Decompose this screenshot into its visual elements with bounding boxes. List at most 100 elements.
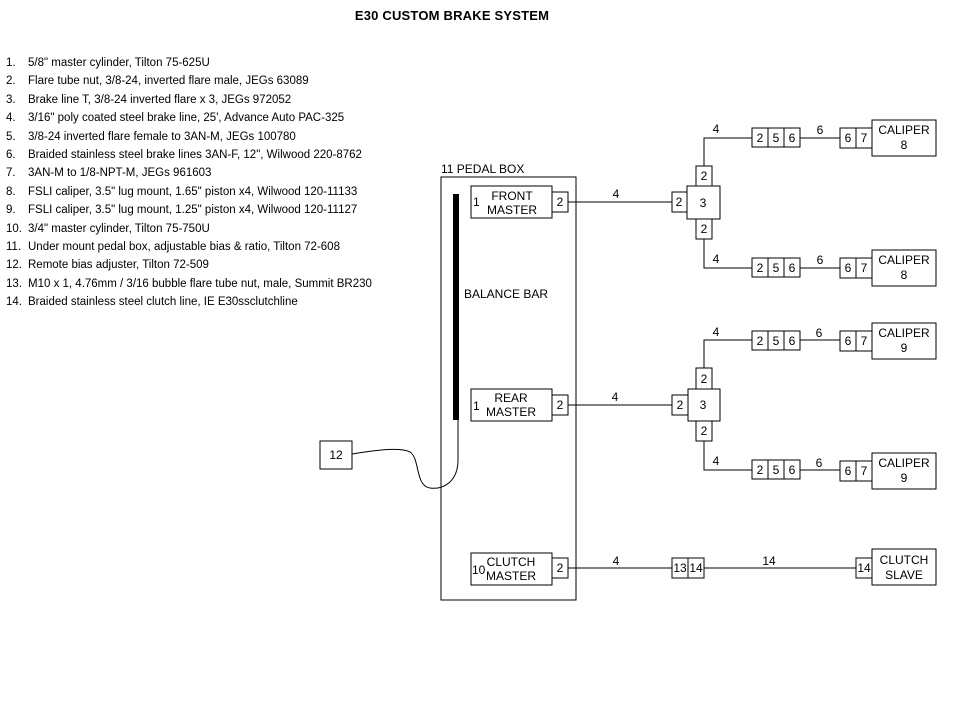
parts-list-item: 11.Under mount pedal box, adjustable bia… bbox=[6, 238, 372, 256]
rear-upper-line-label: 4 bbox=[713, 325, 720, 339]
bias-adjuster-box bbox=[319, 440, 353, 470]
part-description: FSLI caliper, 3.5" lug mount, 1.65" pist… bbox=[28, 185, 358, 198]
clutch-slave-label-line2: SLAVE bbox=[885, 568, 923, 582]
clutch-circuit: 4 13 14 14 14 CLUTCH SLAVE bbox=[568, 548, 937, 586]
pedal-box: 11 PEDAL BOX BALANCE BAR 1 FRONT MASTER … bbox=[440, 162, 577, 601]
clutch-slave-label-line1: CLUTCH bbox=[880, 553, 929, 567]
rear-upper-line bbox=[703, 339, 752, 368]
clutch-master-label-line2: MASTER bbox=[486, 569, 536, 583]
front-upper-caliper-label-line2: 8 bbox=[901, 138, 908, 152]
rear-brake-tee bbox=[687, 388, 721, 422]
rear-lower-caliper-fitting-b-label: 7 bbox=[861, 464, 868, 478]
front-tee-bottom-fitting-label: 2 bbox=[701, 222, 708, 236]
front-master-part-number: 1 bbox=[473, 195, 480, 209]
rear-brake-circuit: 4 2 3 2 2 4 2 5 6 6 6 7 CALIPER 9 4 2 5 bbox=[568, 322, 937, 490]
part-description: Remote bias adjuster, Tilton 72-509 bbox=[28, 259, 209, 272]
rear-upper-caliper-label-line1: CALIPER bbox=[878, 326, 930, 340]
part-number: 2. bbox=[6, 75, 16, 88]
front-lower-caliper-fitting-b-label: 7 bbox=[861, 261, 868, 275]
clutch-main-line-label: 4 bbox=[613, 554, 620, 568]
part-number: 3. bbox=[6, 93, 16, 106]
front-upper-caliper bbox=[871, 119, 937, 157]
clutch-adapter-fitting-a-label: 13 bbox=[673, 561, 687, 575]
clutch-slave bbox=[871, 548, 937, 586]
front-master-fitting-label: 2 bbox=[557, 195, 564, 209]
clutch-master-part-number: 10 bbox=[472, 563, 486, 577]
clutch-adapter-fitting-b-label: 14 bbox=[689, 561, 703, 575]
rear-tee-label: 3 bbox=[700, 398, 707, 412]
parts-list-item: 2. Flare tube nut, 3/8-24, inverted flare… bbox=[6, 72, 372, 90]
rear-lower-fitting-a-label: 2 bbox=[757, 463, 764, 477]
rear-master-fitting-label: 2 bbox=[557, 398, 564, 412]
parts-list-item: 8. FSLI caliper, 3.5" lug mount, 1.65" pi… bbox=[6, 183, 372, 201]
parts-list-item: 10.3/4" master cylinder, Tilton 75-750U bbox=[6, 220, 372, 238]
part-description: 3/16" poly coated steel brake line, 25',… bbox=[28, 112, 345, 125]
front-upper-caliper-fitting-b-label: 7 bbox=[861, 131, 868, 145]
rear-tee-left-fitting-label: 2 bbox=[677, 398, 684, 412]
part-number: 14. bbox=[6, 296, 22, 309]
parts-list-item: 12.Remote bias adjuster, Tilton 72-509 bbox=[6, 256, 372, 274]
parts-list-item: 3. Brake line T, 3/8-24 inverted flare x … bbox=[6, 91, 372, 109]
balance-bar bbox=[453, 194, 459, 420]
front-upper-caliper-label-line1: CALIPER bbox=[878, 123, 930, 137]
part-number: 9. bbox=[6, 204, 16, 217]
parts-list-item: 13. M10 x 1, 4.76mm / 3/16 bubble flare t… bbox=[6, 275, 372, 293]
part-number: 13. bbox=[6, 277, 22, 290]
part-number: 1. bbox=[6, 57, 16, 69]
part-number: 6. bbox=[6, 149, 16, 162]
front-lower-caliper-fitting-a-label: 6 bbox=[845, 261, 852, 275]
clutch-master-box bbox=[470, 552, 553, 586]
front-lower-caliper-label-line2: 8 bbox=[901, 268, 908, 282]
front-brake-circuit: 4 2 3 2 2 4 2 5 6 6 6 7 CALIPER 8 4 2 5 bbox=[568, 119, 937, 287]
part-description: Flare tube nut, 3/8-24, inverted flare m… bbox=[28, 75, 309, 88]
rear-upper-caliper-fitting-a-label: 6 bbox=[845, 334, 852, 348]
part-number: 5. bbox=[6, 130, 16, 143]
front-upper-caliper-fitting-a-label: 6 bbox=[845, 131, 852, 145]
clutch-master-cylinder: 10 CLUTCH MASTER 2 bbox=[470, 552, 569, 586]
rear-lower-caliper-label-line1: CALIPER bbox=[878, 456, 930, 470]
rear-lower-caliper-label-line2: 9 bbox=[901, 471, 908, 485]
diagram-title: E30 CUSTOM BRAKE SYSTEM bbox=[354, 8, 550, 23]
rear-master-cylinder: 1 REAR MASTER 2 bbox=[470, 388, 569, 422]
parts-list-item: 6.Braided stainless steel brake lines 3A… bbox=[6, 146, 372, 164]
rear-main-line-label: 4 bbox=[612, 390, 619, 404]
part-description: Brake line T, 3/8-24 inverted flare x 3,… bbox=[28, 93, 292, 106]
part-description: Braided stainless steel clutch line, IE … bbox=[28, 296, 298, 309]
parts-list-item: 5. 3/8-24 inverted flare female to 3AN-M,… bbox=[6, 128, 372, 146]
part-number: 11. bbox=[6, 241, 22, 254]
front-upper-line-label: 4 bbox=[713, 122, 720, 136]
rear-upper-hose-label: 6 bbox=[816, 326, 823, 340]
part-description: 3AN-M to 1/8-NPT-M, JEGs 961603 bbox=[28, 167, 212, 180]
part-number: 8. bbox=[6, 185, 16, 198]
part-description: 3/8-24 inverted flare female to 3AN-M, J… bbox=[28, 130, 296, 143]
front-lower-line bbox=[703, 239, 752, 269]
front-upper-hose-label: 6 bbox=[817, 123, 824, 137]
rear-master-part-number: 1 bbox=[473, 399, 480, 413]
front-lower-fitting-c-label: 6 bbox=[789, 261, 796, 275]
rear-upper-fitting-a-label: 2 bbox=[757, 334, 764, 348]
rear-tee-top-fitting-label: 2 bbox=[701, 372, 708, 386]
parts-list-item: 4.3/16" poly coated steel brake line, 25… bbox=[6, 109, 372, 127]
parts-list-item: 14. Braided stainless steel clutch line, … bbox=[6, 293, 372, 311]
front-tee-left-fitting-label: 2 bbox=[676, 195, 683, 209]
part-description: FSLI caliper, 3.5" lug mount, 1.25" pist… bbox=[28, 204, 358, 217]
bias-adjuster-label: 12 bbox=[329, 448, 343, 462]
part-description: M10 x 1, 4.76mm / 3/16 bubble flare tube… bbox=[28, 277, 372, 290]
part-description: 3/4" master cylinder, Tilton 75-750U bbox=[28, 222, 210, 235]
front-upper-fitting-b-label: 5 bbox=[773, 131, 780, 145]
front-lower-caliper-label-line1: CALIPER bbox=[878, 253, 930, 267]
front-lower-fitting-a-label: 2 bbox=[757, 261, 764, 275]
front-lower-fitting-b-label: 5 bbox=[773, 261, 780, 275]
rear-upper-fitting-b-label: 5 bbox=[773, 334, 780, 348]
rear-lower-fitting-c-label: 6 bbox=[789, 463, 796, 477]
rear-upper-caliper-label-line2: 9 bbox=[901, 341, 908, 355]
front-brake-tee bbox=[686, 185, 721, 220]
front-main-line-label: 4 bbox=[613, 187, 620, 201]
rear-lower-fitting-b-label: 5 bbox=[773, 463, 780, 477]
parts-list-item: 7.3AN-M to 1/8-NPT-M, JEGs 961603 bbox=[6, 164, 372, 182]
front-lower-hose-label: 6 bbox=[817, 253, 824, 267]
clutch-master-fitting-label: 2 bbox=[557, 561, 564, 575]
clutch-hose-label: 14 bbox=[762, 554, 776, 568]
clutch-master-label-line1: CLUTCH bbox=[487, 555, 536, 569]
